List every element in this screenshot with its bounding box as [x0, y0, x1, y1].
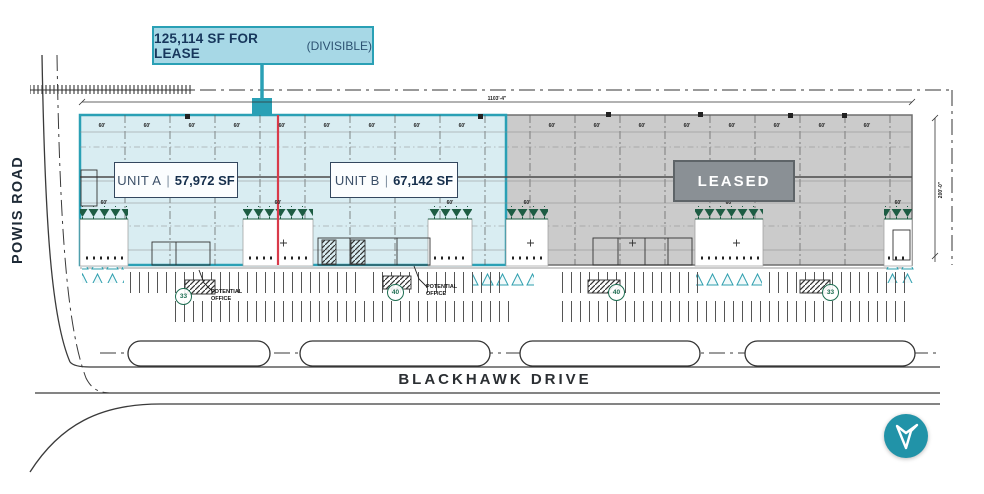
svg-text:60': 60' [324, 123, 331, 129]
lease-callout-size: 125,114 SF FOR LEASE [154, 30, 259, 61]
svg-text:60': 60' [864, 123, 871, 129]
powis-road-lines [41, 54, 940, 394]
bay-dims: 60' 60' 60' 60' 60' 60' 60' 60' 60' 60' 60' 60… [99, 123, 871, 129]
brand-logo [884, 414, 928, 458]
parking-count-badge: 40 [608, 284, 625, 301]
svg-text:60': 60' [729, 123, 736, 129]
office-leader-lines [198, 265, 428, 292]
leased-label: LEASED [673, 160, 795, 202]
unit-a-name: UNIT A [117, 172, 162, 188]
unit-a-separator: | [166, 172, 170, 188]
unit-b-separator: | [384, 172, 389, 188]
parking-area [80, 265, 916, 322]
svg-text:60': 60' [895, 200, 902, 206]
callout-connector [252, 60, 272, 115]
median-islands [127, 340, 916, 367]
svg-text:60': 60' [234, 123, 241, 129]
potential-office-label-1: POTENTIAL OFFICE [211, 289, 243, 302]
lease-callout: 125,114 SF FOR LEASE (DIVISIBLE) [152, 26, 374, 65]
parking-count-badge: 40 [387, 284, 404, 301]
overall-dim: 1103'-4" [488, 96, 507, 102]
svg-text:60': 60' [684, 123, 691, 129]
svg-text:60': 60' [414, 123, 421, 129]
unit-a-size: 57,972 SF [174, 172, 235, 188]
svg-text:60': 60' [524, 200, 531, 206]
parking-count-badge: 33 [175, 288, 192, 305]
column-plus-marks [280, 239, 740, 247]
entry-stair [321, 239, 337, 265]
interior-rooms [80, 169, 911, 266]
svg-text:60': 60' [279, 123, 286, 129]
svg-text:60': 60' [101, 200, 108, 206]
svg-text:60': 60' [549, 123, 556, 129]
svg-text:60': 60' [447, 200, 454, 206]
property-lines [30, 85, 953, 265]
unit-b-name: UNIT B [334, 172, 380, 188]
parking-count-badge: 33 [822, 284, 839, 301]
brand-arrow-icon [895, 423, 919, 450]
blackhawk-drive-label: BLACKHAWK DRIVE [398, 371, 592, 388]
lease-callout-divisible: (DIVISIBLE) [306, 38, 372, 53]
unit-a-label: UNIT A | 57,972 SF [114, 162, 238, 198]
blackhawk-road-lines [29, 340, 940, 473]
svg-text:60': 60' [639, 123, 646, 129]
unit-b-size: 67,142 SF [393, 172, 454, 188]
svg-text:60': 60' [726, 200, 733, 206]
roof-hatch-marks [185, 112, 847, 119]
powis-centerline [56, 54, 113, 394]
svg-text:60': 60' [774, 123, 781, 129]
svg-text:60': 60' [594, 123, 601, 129]
svg-text:60': 60' [99, 123, 106, 129]
svg-text:60': 60' [275, 200, 282, 206]
potential-office-label-2: POTENTIAL OFFICE [426, 284, 458, 297]
depth-dim: 200'-0" [938, 181, 944, 198]
svg-text:60': 60' [819, 123, 826, 129]
entry-stair [350, 239, 366, 265]
dimension-texts: 1103'-4" 200'-0" 60' 60' 60' 60' 60' 60' 60… [99, 96, 944, 206]
dimensions [78, 98, 939, 262]
svg-text:60': 60' [144, 123, 151, 129]
parking-stalls-row2 [170, 301, 912, 322]
powis-road-label: POWIS ROAD [10, 155, 26, 265]
svg-text:60': 60' [459, 123, 466, 129]
svg-text:60': 60' [189, 123, 196, 129]
dock-tree-rows [80, 206, 912, 220]
svg-text:60': 60' [369, 123, 376, 129]
unit-b-label: UNIT B | 67,142 SF [330, 162, 458, 198]
dock-dims: 60' 60' 60' 60' 60' 60' [101, 200, 902, 206]
